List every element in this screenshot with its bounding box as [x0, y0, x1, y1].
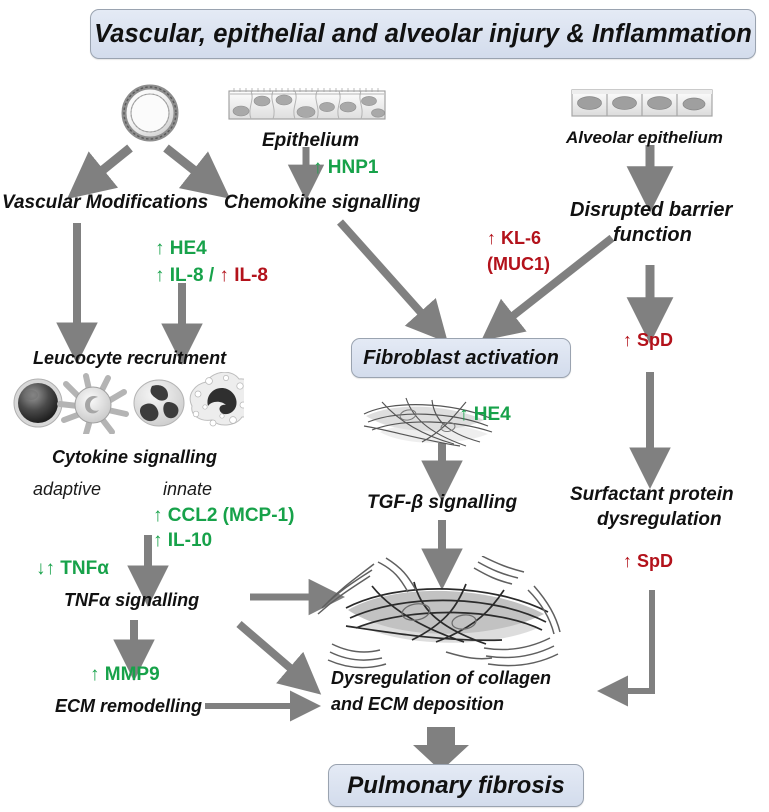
marker-il10: ↑ IL-10 [153, 530, 212, 552]
label-vascular-modifications: Vascular Modifications [2, 192, 209, 213]
marker-tnfa: ↓↑ TNFα [36, 558, 109, 580]
lymphocyte-cell-icon [13, 378, 63, 428]
arrow-chemokine-to-fibroblast [337, 219, 448, 343]
leucocyte-cells-artwork [13, 372, 244, 434]
label-tnfa-signalling: TNFα signalling [64, 590, 200, 610]
neutrophil-cell-icon [133, 379, 185, 427]
up-arrow-icon: ↑ [459, 404, 469, 425]
marker-spd-top-label: SpD [637, 330, 674, 350]
arrow-barrier-to-fibroblast [481, 234, 615, 341]
marker-spd-bottom: ↑ SpD [623, 551, 673, 572]
marker-ccl2-label: CCL2 (MCP-1) [167, 505, 295, 526]
marker-kl6-label: KL-6 [501, 228, 542, 248]
up-arrow-icon: ↑ [313, 157, 323, 178]
epithelium-cell-layer-icon [228, 88, 386, 120]
fibroblast-collagen-small-icon [363, 397, 493, 447]
marker-il10-label: IL-10 [167, 530, 213, 551]
marker-il8-separator: / [208, 265, 215, 286]
up-arrow-icon: ↑ [219, 265, 229, 286]
label-disrupted-barrier-line2: function [613, 224, 692, 246]
marker-he4-fibroblast: ↑ HE4 [459, 404, 511, 426]
macrophage-cell-icon [189, 372, 244, 427]
label-alveolar-epithelium: Alveolar epithelium [566, 128, 723, 147]
alveolar-epithelium-layer-icon [571, 89, 713, 117]
label-innate: innate [163, 479, 213, 499]
marker-spd-top: ↑ SpD [623, 330, 673, 351]
arrow-vessel-to-chemokine [163, 144, 231, 199]
up-arrow-icon: ↑ [487, 228, 496, 248]
label-disrupted-barrier-line1: Disrupted barrier [570, 199, 733, 221]
label-leucocyte-recruitment: Leucocyte recruitment [33, 348, 227, 368]
marker-il8-green-label: IL-8 [169, 265, 204, 286]
marker-he4-vascular: ↑ HE4 [155, 238, 207, 260]
label-surfactant-line1: Surfactant protein [570, 484, 734, 505]
marker-hnp1-label: HNP1 [327, 157, 379, 178]
pulmonary-fibrosis-box: Pulmonary fibrosis [328, 764, 584, 807]
label-epithelium: Epithelium [262, 130, 360, 151]
title-box: Vascular, epithelial and alveolar injury… [90, 9, 756, 59]
marker-mmp9: ↑ MMP9 [90, 664, 160, 686]
arrow-vessel-to-vascular [67, 144, 133, 199]
marker-muc1: (MUC1) [487, 254, 550, 275]
marker-muc1-label: (MUC1) [487, 254, 550, 274]
label-dysregulation-line1: Dysregulation of collagen [331, 668, 552, 688]
label-adaptive: adaptive [33, 479, 102, 499]
dendritic-cell-icon [57, 373, 129, 434]
marker-spd-bottom-label: SpD [637, 551, 674, 571]
up-arrow-icon: ↑ [623, 551, 632, 571]
marker-kl6: ↑ KL-6 [487, 228, 541, 249]
marker-he4-fibroblast-label: HE4 [473, 404, 511, 425]
up-arrow-icon: ↑ [623, 330, 632, 350]
down-up-arrow-icon: ↓↑ [36, 558, 55, 579]
label-cytokine-signalling: Cytokine signalling [52, 447, 218, 467]
marker-hnp1: ↑ HNP1 [313, 157, 378, 179]
marker-mmp9-label: MMP9 [104, 664, 160, 685]
label-chemokine-signalling: Chemokine signalling [224, 192, 421, 213]
label-ecm-remodelling: ECM remodelling [55, 696, 203, 716]
up-arrow-icon: ↑ [90, 664, 100, 685]
label-surfactant-line2: dysregulation [597, 509, 722, 530]
up-arrow-icon: ↑ [153, 505, 163, 526]
blood-vessel-cross-section-icon [121, 84, 179, 142]
up-arrow-icon: ↑ [155, 238, 165, 259]
fibroblast-activation-box: Fibroblast activation [351, 338, 571, 378]
label-dysregulation-line2: and ECM deposition [331, 694, 504, 714]
arrow-diagonal-to-collagen [236, 620, 322, 695]
fibroblast-collagen-large-icon [317, 556, 561, 669]
marker-ccl2: ↑ CCL2 (MCP-1) [153, 505, 294, 527]
marker-he4-vascular-label: HE4 [169, 238, 207, 259]
up-arrow-icon: ↑ [155, 265, 165, 286]
arrow-surfactant-elbow [597, 590, 655, 707]
marker-tnfa-label: TNFα [60, 558, 109, 579]
marker-il8-pair: ↑ IL-8 / ↑ IL-8 [155, 265, 268, 287]
marker-il8-red-label: IL-8 [234, 265, 268, 286]
up-arrow-icon: ↑ [153, 530, 163, 551]
label-tgfb-signalling: TGF-β signalling [367, 492, 518, 513]
